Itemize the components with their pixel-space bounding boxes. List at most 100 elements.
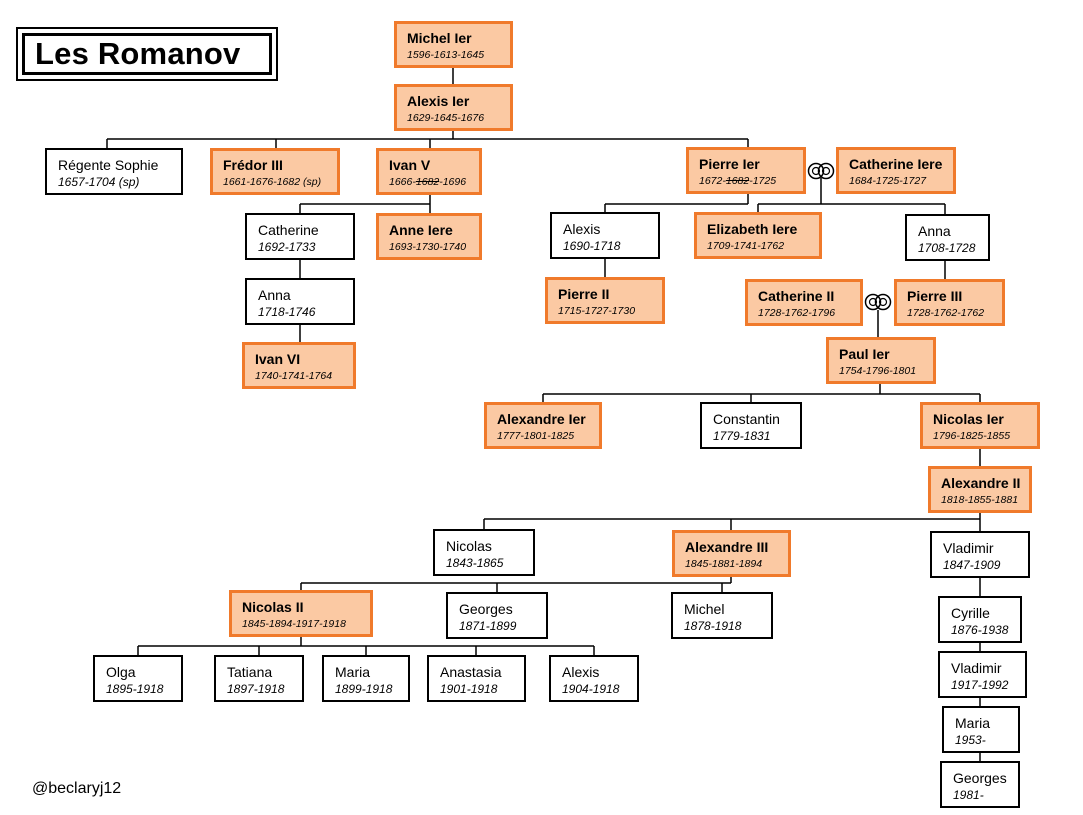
person-alexandre-iii[interactable]: Alexandre III 1845-1881-1894 [672, 530, 791, 577]
person-name: Constantin [713, 411, 780, 427]
person-name: Georges [459, 601, 513, 617]
person-name: Elizabeth Iere [707, 221, 798, 237]
person-dates: 1897-1918 [227, 682, 285, 696]
person-nicolas-1843[interactable]: Nicolas 1843-1865 [433, 529, 535, 576]
person-olga[interactable]: Olga 1895-1918 [93, 655, 183, 702]
person-dates: 1981- [953, 788, 984, 802]
person-dates: 1779-1831 [713, 429, 771, 443]
title-frame: Les Romanov [16, 27, 278, 81]
person-dates: 1629-1645-1676 [407, 112, 485, 124]
person-alexis-1904[interactable]: Alexis 1904-1918 [549, 655, 639, 702]
person-cyrille[interactable]: Cyrille 1876-1938 [938, 596, 1022, 643]
person-anne-iere[interactable]: Anne Iere 1693-1730-1740 [376, 213, 482, 260]
person-vladimir-1917[interactable]: Vladimir 1917-1992 [938, 651, 1027, 698]
person-dates: 1740-1741-1764 [255, 370, 333, 382]
person-dates: 1777-1801-1825 [497, 430, 575, 442]
person-constantin[interactable]: Constantin 1779-1831 [700, 402, 802, 449]
person-alexis-ier[interactable]: Alexis Ier 1629-1645-1676 [394, 84, 513, 131]
person-dates: 1661-1676-1682 (sp) [223, 176, 322, 188]
person-dates: 1709-1741-1762 [707, 240, 785, 252]
person-name: Maria [955, 715, 991, 731]
person-fredor-iii[interactable]: Frédor III 1661-1676-1682 (sp) [210, 148, 340, 195]
person-dates: 1596-1613-1645 [407, 49, 485, 61]
person-name: Maria [335, 664, 371, 680]
person-elizabeth-iere[interactable]: Elizabeth Iere 1709-1741-1762 [694, 212, 822, 259]
person-dates: 1666-1682-1696 [389, 174, 471, 190]
person-name: Anna [258, 287, 291, 303]
person-dates: 1871-1899 [459, 619, 517, 633]
person-name: Alexis [563, 221, 601, 237]
person-pierre-iii[interactable]: Pierre III 1728-1762-1762 [894, 279, 1005, 326]
person-regente-sophie[interactable]: Régente Sophie 1657-1704 (sp) [45, 148, 183, 195]
person-name: Ivan VI [255, 351, 301, 367]
person-michel-ier[interactable]: Michel Ier 1596-1613-1645 [394, 21, 513, 68]
person-name: Tatiana [227, 664, 273, 680]
person-ivan-vi[interactable]: Ivan VI 1740-1741-1764 [242, 342, 356, 389]
person-nicolas-ii[interactable]: Nicolas II 1845-1894-1917-1918 [229, 590, 373, 637]
person-dates: 1690-1718 [563, 239, 621, 253]
person-dates: 1843-1865 [446, 556, 504, 570]
person-name: Alexis [562, 664, 600, 680]
person-name: Nicolas II [242, 599, 304, 615]
person-dates: 1796-1825-1855 [933, 430, 1011, 442]
person-anastasia[interactable]: Anastasia 1901-1918 [427, 655, 526, 702]
person-anna-1708[interactable]: Anna 1708-1728 [905, 214, 990, 261]
person-maria-1953[interactable]: Maria 1953- [942, 706, 1020, 753]
person-tatiana[interactable]: Tatiana 1897-1918 [214, 655, 304, 702]
person-name: Régente Sophie [58, 157, 159, 173]
person-name: Nicolas [446, 538, 492, 554]
person-catherine[interactable]: Catherine 1692-1733 [245, 213, 355, 260]
person-name: Frédor III [223, 157, 283, 173]
dates-struck: 1682 [415, 176, 440, 188]
person-name: Michel [684, 601, 725, 617]
person-dates: 1917-1992 [951, 678, 1009, 692]
person-name: Alexandre III [685, 539, 769, 555]
person-name: Anna [918, 223, 951, 239]
person-dates: 1953- [955, 733, 986, 747]
person-paul-ier[interactable]: Paul Ier 1754-1796-1801 [826, 337, 936, 384]
person-dates: 1818-1855-1881 [941, 494, 1019, 506]
person-dates: 1728-1762-1762 [907, 307, 985, 319]
person-name: Nicolas Ier [933, 411, 1004, 427]
person-name: Alexis Ier [407, 93, 470, 109]
person-name: Pierre Ier [699, 156, 760, 172]
person-maria-1899[interactable]: Maria 1899-1918 [322, 655, 410, 702]
title-inner-frame: Les Romanov [22, 33, 272, 75]
person-name: Georges [953, 770, 1007, 786]
person-name: Alexandre II [941, 475, 1021, 491]
person-anna-1718[interactable]: Anna 1718-1746 [245, 278, 355, 325]
person-michel-1878[interactable]: Michel 1878-1918 [671, 592, 773, 639]
person-pierre-ier[interactable]: Pierre Ier 1672-1682-1725 [686, 147, 806, 194]
person-dates: 1693-1730-1740 [389, 241, 467, 253]
person-alexis-1690[interactable]: Alexis 1690-1718 [550, 212, 660, 259]
person-alexandre-ii[interactable]: Alexandre II 1818-1855-1881 [928, 466, 1032, 513]
person-catherine-ii[interactable]: Catherine II 1728-1762-1796 [745, 279, 863, 326]
person-dates: 1847-1909 [943, 558, 1001, 572]
person-georges-1981[interactable]: Georges 1981- [940, 761, 1020, 808]
person-dates: 1684-1725-1727 [849, 175, 927, 187]
dates-end: -1696 [439, 176, 467, 188]
dates-start: 1666- [389, 176, 416, 188]
person-dates: 1718-1746 [258, 305, 316, 319]
person-name: Anne Iere [389, 222, 453, 238]
dates-end: -1725 [749, 175, 777, 187]
person-dates: 1895-1918 [106, 682, 164, 696]
person-dates: 1754-1796-1801 [839, 365, 917, 377]
person-catherine-iere[interactable]: Catherine Iere 1684-1725-1727 [836, 147, 956, 194]
person-dates: 1876-1938 [951, 623, 1009, 637]
person-nicolas-ier[interactable]: Nicolas Ier 1796-1825-1855 [920, 402, 1040, 449]
person-dates: 1904-1918 [562, 682, 620, 696]
page-title: Les Romanov [35, 36, 241, 71]
person-dates: 1899-1918 [335, 682, 393, 696]
person-name: Olga [106, 664, 136, 680]
person-alexandre-ier[interactable]: Alexandre Ier 1777-1801-1825 [484, 402, 602, 449]
person-name: Catherine II [758, 288, 835, 304]
person-ivan-v[interactable]: Ivan V 1666-1682-1696 [376, 148, 482, 195]
person-pierre-ii[interactable]: Pierre II 1715-1727-1730 [545, 277, 665, 324]
person-vladimir-1847[interactable]: Vladimir 1847-1909 [930, 531, 1030, 578]
person-georges-1871[interactable]: Georges 1871-1899 [446, 592, 548, 639]
person-dates: 1708-1728 [918, 241, 976, 255]
person-name: Vladimir [951, 660, 1002, 676]
author-signature: @beclaryj12 [32, 780, 122, 797]
person-name: Paul Ier [839, 346, 890, 362]
